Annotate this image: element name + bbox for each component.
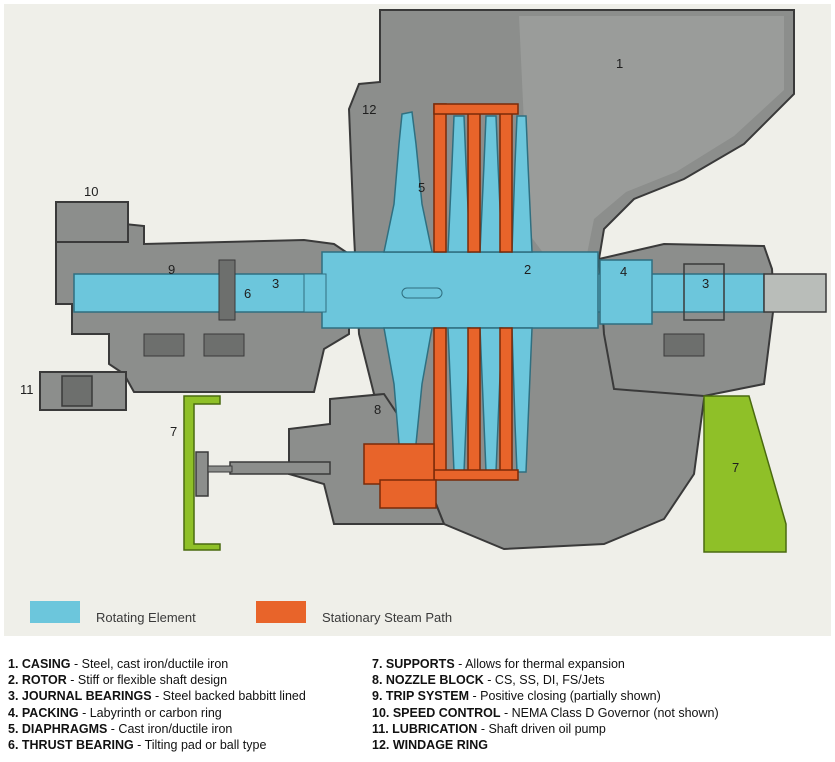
key-column-right: 7. SUPPORTS - Allows for thermal expansi… (372, 656, 719, 753)
callout-lubrication: 11 (20, 382, 34, 397)
key-item: 12. WINDAGE RING (372, 737, 488, 752)
speed-control-housing (55, 201, 129, 243)
key-item: 5. DIAPHRAGMS - Cast iron/ductile iron (8, 721, 233, 736)
housing-detail-b (203, 333, 245, 357)
key-item: 2. ROTOR - Stiff or flexible shaft desig… (8, 673, 228, 688)
housing-detail-c (663, 333, 705, 357)
key-item: 10. SPEED CONTROL - NEMA Class D Governo… (372, 705, 719, 720)
stationary-diaphragms (363, 103, 519, 509)
oil-pump-gear (61, 375, 93, 407)
rotor-hub (321, 251, 599, 329)
callout-supports-right: 7 (732, 460, 740, 475)
key-item: 4. PACKING - Labyrinth or carbon ring (8, 705, 222, 720)
legend-label-rotating: Rotating Element (96, 610, 196, 625)
key-item: 7. SUPPORTS - Allows for thermal expansi… (372, 657, 625, 671)
legend-label-stationary: Stationary Steam Path (322, 610, 453, 625)
turbine-cross-section-diagram: 1 2 3 3 4 5 6 7 7 8 9 10 11 12 Rotating … (4, 4, 831, 636)
exhaust-cavity (519, 16, 784, 259)
left-journal (303, 273, 327, 313)
callout-trip-system: 9 (168, 262, 176, 277)
callout-rotor: 2 (524, 262, 532, 277)
key-item: 6. THRUST BEARING - Tilting pad or ball … (8, 737, 267, 752)
coupling-end (763, 273, 827, 313)
trip-valve-spindle (207, 465, 233, 473)
thrust-bearing-detail (218, 259, 236, 321)
wheel-4 (511, 115, 533, 473)
rotor-keyway (401, 287, 443, 299)
callout-speed-control: 10 (84, 184, 99, 199)
callout-supports-left: 7 (170, 424, 178, 439)
callout-diaphragms: 5 (418, 180, 426, 195)
key-column-left: 1. CASING - Steel, cast iron/ductile iro… (8, 656, 306, 753)
key-item: 3. JOURNAL BEARINGS - Steel backed babbi… (8, 689, 306, 704)
legend-swatch-rotating (30, 601, 80, 623)
component-key: 1. CASING - Steel, cast iron/ductile iro… (8, 656, 828, 756)
callout-thrust-bearing: 6 (244, 286, 252, 301)
legend-swatch-stationary (256, 601, 306, 623)
right-packing (599, 259, 653, 325)
right-journal-bearing-detail (683, 263, 725, 321)
callout-journal-bearing-right: 3 (702, 276, 710, 291)
support-left (183, 395, 221, 551)
support-right (703, 395, 787, 553)
callout-nozzle-block: 8 (374, 402, 382, 417)
callout-journal-bearing-left: 3 (272, 276, 280, 291)
callout-casing: 1 (616, 56, 624, 71)
key-item: 8. NOZZLE BLOCK - CS, SS, DI, FS/Jets (372, 673, 605, 688)
housing-detail-a (143, 333, 185, 357)
turbine-drawing (39, 9, 827, 553)
key-item: 11. LUBRICATION - Shaft driven oil pump (372, 721, 606, 736)
callout-windage-ring: 12 (362, 102, 377, 117)
key-item: 9. TRIP SYSTEM - Positive closing (parti… (372, 689, 661, 704)
key-item: 1. CASING - Steel, cast iron/ductile iro… (8, 657, 229, 671)
trip-valve-handwheel (195, 451, 209, 497)
callout-packing: 4 (620, 264, 628, 279)
trip-valve-stem (229, 461, 331, 475)
